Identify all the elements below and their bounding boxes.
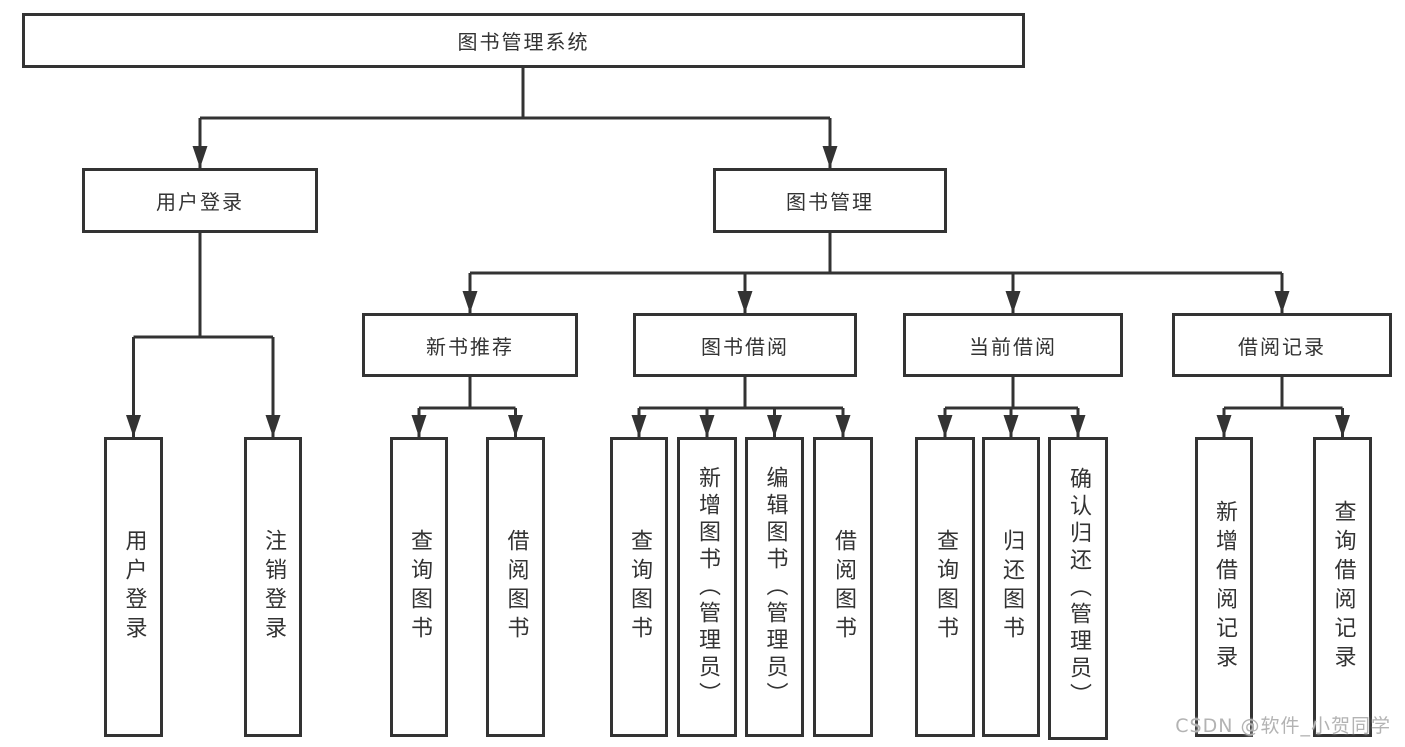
leaf-return-book: 归还图书 — [982, 437, 1040, 737]
node-library-system: 图书管理系统 — [22, 13, 1025, 68]
csdn-watermark: CSDN @软件_小贺同学 — [1175, 715, 1391, 737]
connector-login-subtree — [132, 233, 275, 437]
node-user-login: 用户登录 — [82, 168, 318, 233]
leaf-add-borrow-record: 新增借阅记录 — [1195, 437, 1253, 737]
connector-records-subtree — [1222, 377, 1344, 437]
node-borrowing-records: 借阅记录 — [1172, 313, 1392, 377]
leaf-query-books-borrowing: 查询图书 — [610, 437, 668, 737]
leaf-user-login: 用户登录 — [104, 437, 163, 737]
leaf-logout: 注销登录 — [244, 437, 302, 737]
leaf-borrow-books-recommend: 借阅图书 — [486, 437, 545, 737]
node-current-borrowing: 当前借阅 — [903, 313, 1123, 377]
node-new-book-recommend: 新书推荐 — [362, 313, 578, 377]
leaf-query-books-current: 查询图书 — [915, 437, 975, 737]
connector-recommend-subtree — [417, 377, 517, 437]
connector-manage-to-level3 — [468, 233, 1284, 313]
arrowhead-icons — [126, 146, 1350, 437]
leaf-edit-book-admin: 编辑图书（管理员） — [745, 437, 804, 737]
connector-root-to-level2 — [198, 68, 832, 168]
leaf-borrow-books-borrowing: 借阅图书 — [813, 437, 873, 737]
leaf-query-borrow-record: 查询借阅记录 — [1313, 437, 1372, 737]
node-book-management: 图书管理 — [713, 168, 947, 233]
connector-borrowing-subtree — [637, 377, 845, 437]
node-book-borrowing: 图书借阅 — [633, 313, 857, 377]
leaf-add-book-admin: 新增图书（管理员） — [677, 437, 737, 737]
leaf-confirm-return-admin: 确认归还（管理员） — [1048, 437, 1108, 740]
leaf-query-books-recommend: 查询图书 — [390, 437, 448, 737]
